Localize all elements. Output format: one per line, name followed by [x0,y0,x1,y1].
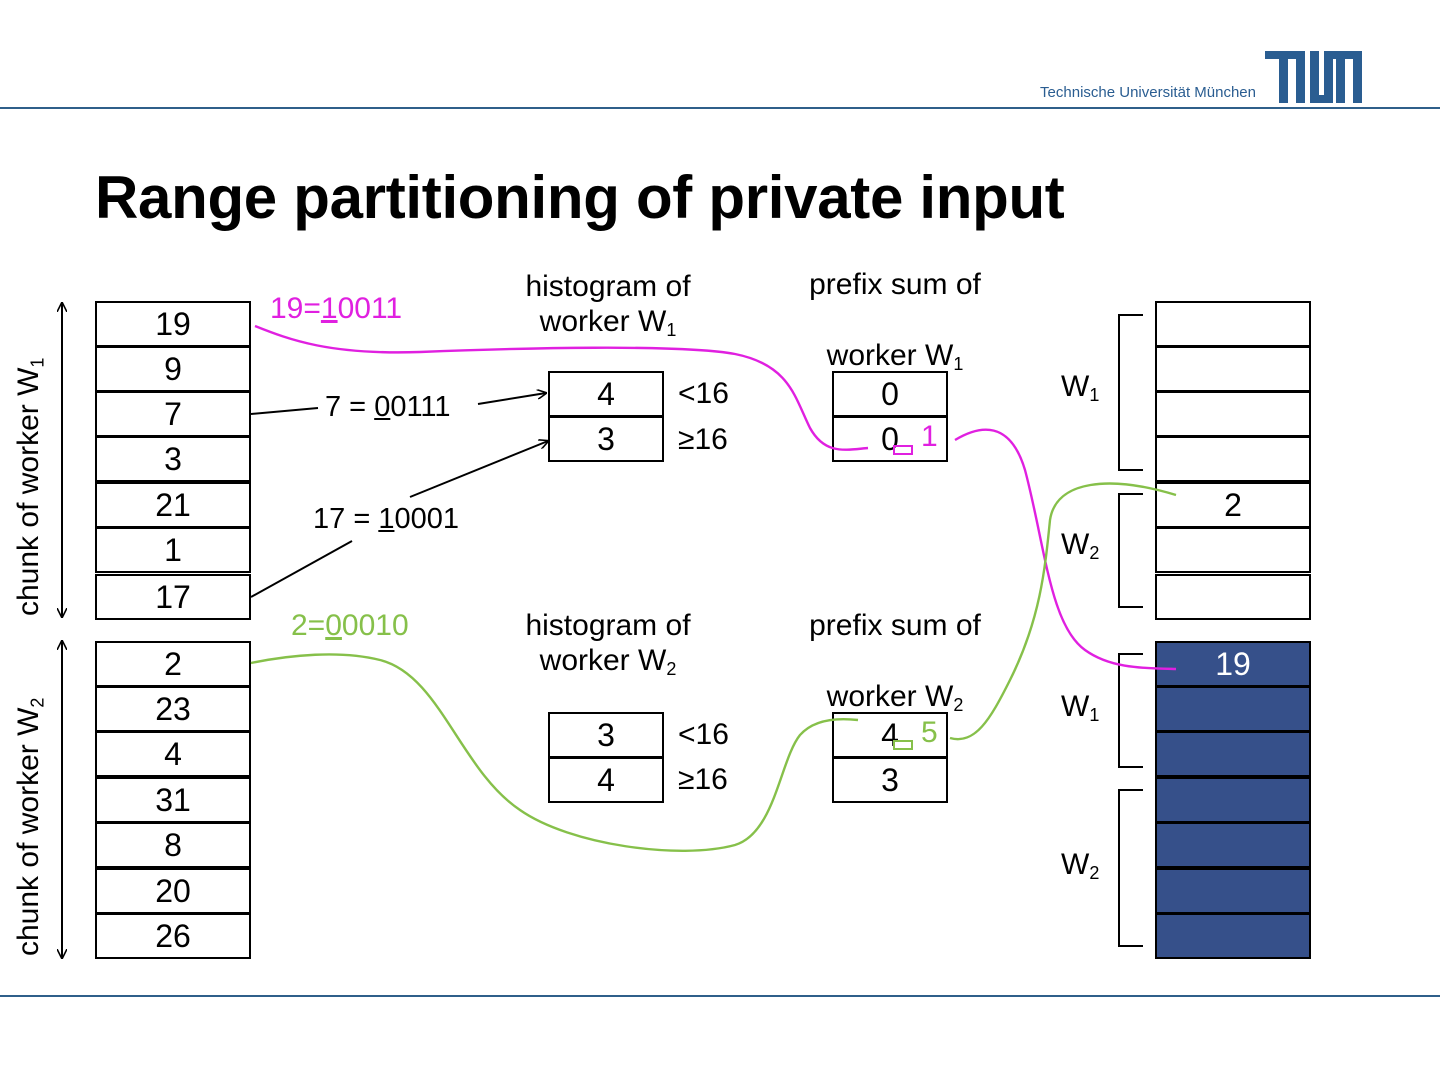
prefix-title-worker-2: prefix sum of worker W2 [809,609,981,715]
condition-lt16: <16 [678,718,729,751]
cursor-mark [893,445,913,455]
bracket [1118,653,1143,768]
histogram-title-worker-1: histogram of worker W1 [525,270,691,340]
condition-ge16: ≥16 [678,763,728,796]
prefix2-updated-value: 5 [921,716,938,749]
cursor-mark [893,740,913,750]
prefix-title-worker-1: prefix sum of worker W1 [809,268,981,374]
bracket [1118,493,1143,608]
output-w1-label: W1 [1061,370,1100,406]
curve-19 [954,428,1177,671]
prefix1-updated-value: 1 [921,420,938,453]
bracket [1118,314,1143,471]
histogram1-cell: 4 [548,371,664,417]
output-cell [1155,731,1311,777]
output-w2-label: W2 [1061,848,1100,884]
output-cell [1155,822,1311,868]
slide-title: Range partitioning of private input [95,164,1065,231]
condition-lt16: <16 [678,377,729,410]
arrow-17 [250,540,353,598]
output-cell [1155,436,1311,482]
chunk1-cell: 17 [95,574,251,620]
chunk2-cell: 26 [95,913,251,959]
arrow-17 [409,441,548,498]
chunk1-cell: 19 [95,301,251,347]
header-rule [0,107,1440,109]
chunk2-cell: 8 [95,822,251,868]
condition-ge16: ≥16 [678,423,728,456]
output-w1-label: W1 [1061,690,1100,726]
output-cell [1155,913,1311,959]
institution-name: Technische Universität München [1040,84,1256,101]
curve-2 [250,653,859,852]
output-cell: 19 [1155,641,1311,687]
output-w2-label: W2 [1061,528,1100,564]
prefix2-cell: 3 [832,757,948,803]
binary-19: 19=10011 [270,292,403,325]
chunk2-cell: 23 [95,686,251,732]
histogram2-cell: 4 [548,757,664,803]
curve-19 [254,324,869,451]
bracket [1118,789,1143,947]
chunk2-cell: 4 [95,731,251,777]
binary-2: 2=00010 [291,609,409,642]
output-cell [1155,574,1311,620]
output-cell [1155,868,1311,914]
binary-7: 7 = 00111 [325,391,451,423]
chunk2-cell: 31 [95,777,251,823]
binary-17: 17 = 10001 [313,503,459,535]
output-cell [1155,391,1311,437]
output-cell [1155,686,1311,732]
chunk1-cell: 9 [95,346,251,392]
curve-2 [949,482,1177,741]
arrow-7 [250,407,319,415]
output-cell [1155,346,1311,392]
chunk1-cell: 3 [95,436,251,482]
histogram-title-worker-2: histogram of worker W2 [525,609,691,679]
histogram2-cell: 3 [548,712,664,758]
chunk1-cell: 1 [95,527,251,573]
output-cell: 2 [1155,482,1311,528]
tum-logo [1265,51,1362,108]
prefix1-cell: 0 [832,371,948,417]
footer-rule [0,995,1440,997]
arrow-7 [477,393,546,405]
output-cell [1155,527,1311,573]
prefix1-cell: 0 [832,416,948,462]
